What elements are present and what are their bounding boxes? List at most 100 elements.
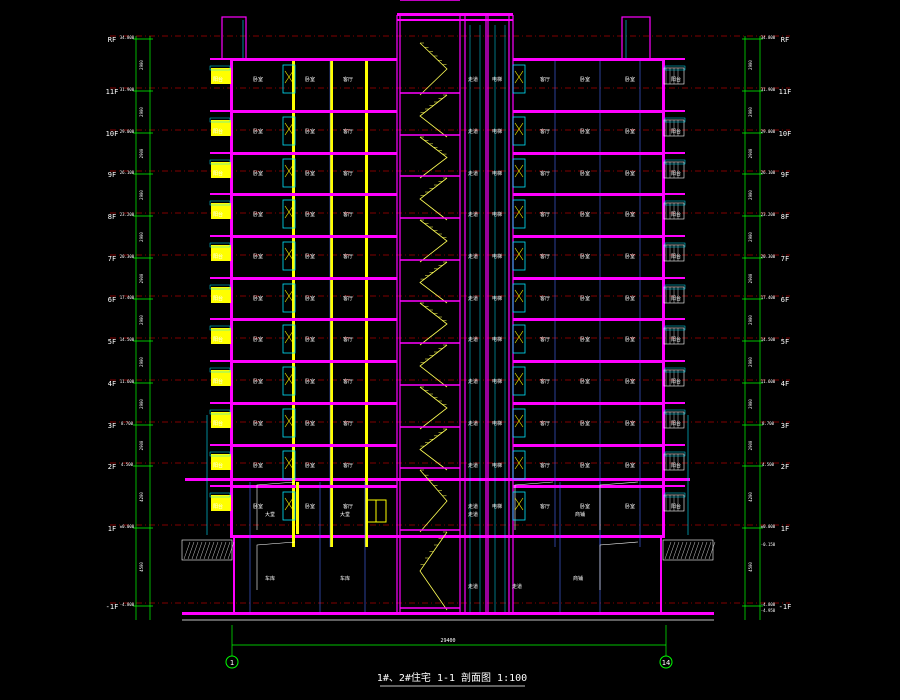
room-bedroom: 卧室 bbox=[253, 503, 263, 510]
window-frame bbox=[512, 64, 526, 94]
room-bedroom: 卧室 bbox=[305, 503, 315, 510]
room-corridor: 走道 bbox=[468, 170, 478, 177]
room-bedroom: 卧室 bbox=[305, 211, 315, 218]
slab-left bbox=[232, 193, 397, 196]
window-mark bbox=[514, 497, 524, 511]
window-frame bbox=[282, 116, 296, 146]
balcony-window bbox=[209, 242, 231, 248]
column bbox=[292, 155, 295, 193]
window-mark bbox=[284, 70, 294, 84]
staircase bbox=[400, 0, 506, 612]
floor-height: 2900 bbox=[748, 190, 753, 200]
core-top-inner bbox=[397, 19, 513, 21]
elevation-right: 31.900 bbox=[761, 87, 776, 92]
slab-right bbox=[513, 193, 663, 196]
room-bedroom: 卧室 bbox=[625, 76, 635, 83]
elevation-right: 14.500 bbox=[761, 337, 776, 342]
balcony-slab-right bbox=[663, 152, 685, 154]
floor-height: 2900 bbox=[139, 440, 144, 450]
elevation-right: 8.700 bbox=[762, 421, 775, 426]
column bbox=[365, 61, 368, 110]
parapet-left bbox=[221, 16, 247, 60]
room-shop: 商铺 bbox=[575, 511, 585, 518]
room-bedroom: 卧室 bbox=[305, 128, 315, 135]
hatch bbox=[676, 541, 684, 560]
room-balcony: 阳台 bbox=[671, 253, 681, 260]
room-hall: 大堂 bbox=[340, 511, 350, 518]
window-mark bbox=[514, 122, 524, 136]
window-frame bbox=[282, 158, 296, 188]
room-living: 客厅 bbox=[540, 420, 550, 427]
floor-height: 2900 bbox=[748, 148, 753, 158]
balcony-window bbox=[664, 242, 686, 248]
elevation-right-extra: -0.150 bbox=[761, 542, 776, 547]
floor-label-right: 9F bbox=[781, 171, 789, 179]
window-frame bbox=[512, 450, 526, 480]
floor-height: 2900 bbox=[748, 399, 753, 409]
balcony-slab-left bbox=[210, 152, 232, 154]
slab-left bbox=[232, 235, 397, 238]
balcony-window bbox=[664, 492, 686, 498]
column bbox=[292, 363, 295, 402]
room-corridor: 走道 bbox=[512, 583, 522, 590]
room-elevator: 电梯 bbox=[492, 211, 502, 218]
hatch bbox=[187, 541, 195, 560]
axis-bubble-left bbox=[225, 655, 239, 669]
room-living: 客厅 bbox=[343, 253, 353, 260]
floor-label-left: 9F bbox=[108, 171, 116, 179]
elevation-left: -4.800 bbox=[120, 602, 135, 607]
elevation-left: 11.600 bbox=[120, 379, 135, 384]
room-living: 客厅 bbox=[540, 170, 550, 177]
basement-wall-right bbox=[660, 538, 662, 614]
slab-right bbox=[513, 235, 663, 238]
room-bedroom: 卧室 bbox=[253, 378, 263, 385]
room-labels: 阳台卧室卧室客厅走道电梯客厅卧室卧室阳台阳台卧室卧室客厅走道电梯客厅卧室卧室阳台… bbox=[213, 76, 681, 590]
hatch bbox=[692, 541, 700, 560]
floor-height: 4200 bbox=[748, 492, 753, 502]
hatch bbox=[183, 541, 191, 560]
slab-left bbox=[232, 318, 397, 321]
column bbox=[292, 196, 295, 235]
column bbox=[365, 405, 368, 444]
window-mark bbox=[284, 289, 294, 303]
window-frame bbox=[282, 366, 296, 396]
room-bedroom: 卧室 bbox=[305, 253, 315, 260]
balcony-window bbox=[209, 200, 231, 206]
room-bedroom: 卧室 bbox=[580, 128, 590, 135]
room-shop: 商铺 bbox=[573, 575, 583, 582]
room-balcony: 阳台 bbox=[213, 211, 223, 218]
door-swing bbox=[599, 541, 639, 590]
room-balcony: 阳台 bbox=[671, 503, 681, 510]
window-frame bbox=[512, 366, 526, 396]
room-bedroom: 卧室 bbox=[580, 503, 590, 510]
window-frame bbox=[282, 324, 296, 354]
slab-left bbox=[232, 444, 397, 447]
balcony-window bbox=[209, 367, 231, 373]
hatch bbox=[219, 541, 227, 560]
floor-label-right: 10F bbox=[779, 130, 792, 138]
room-bedroom: 卧室 bbox=[625, 295, 635, 302]
floor-height: 4200 bbox=[139, 492, 144, 502]
column bbox=[330, 363, 333, 402]
column bbox=[330, 280, 333, 318]
room-corridor: 走道 bbox=[468, 583, 478, 590]
elevation-left: 17.400 bbox=[120, 295, 135, 300]
window-mark bbox=[514, 164, 524, 178]
room-bedroom: 卧室 bbox=[253, 211, 263, 218]
floor-label-right: 4F bbox=[781, 380, 789, 388]
floor-height: 2900 bbox=[748, 273, 753, 283]
slab-right bbox=[513, 277, 663, 280]
window-mark bbox=[514, 330, 524, 344]
room-bedroom: 卧室 bbox=[625, 503, 635, 510]
window-mark bbox=[514, 289, 524, 303]
floor-height: 2900 bbox=[748, 440, 753, 450]
room-garage: 车库 bbox=[265, 575, 275, 582]
floor-height: 2900 bbox=[748, 315, 753, 325]
room-elevator: 电梯 bbox=[492, 420, 502, 427]
room-bedroom: 卧室 bbox=[625, 128, 635, 135]
elevation-left: 29.000 bbox=[120, 129, 135, 134]
hatch bbox=[199, 541, 207, 560]
room-balcony: 阳台 bbox=[671, 128, 681, 135]
balcony-window bbox=[664, 117, 686, 123]
room-bedroom: 卧室 bbox=[253, 253, 263, 260]
